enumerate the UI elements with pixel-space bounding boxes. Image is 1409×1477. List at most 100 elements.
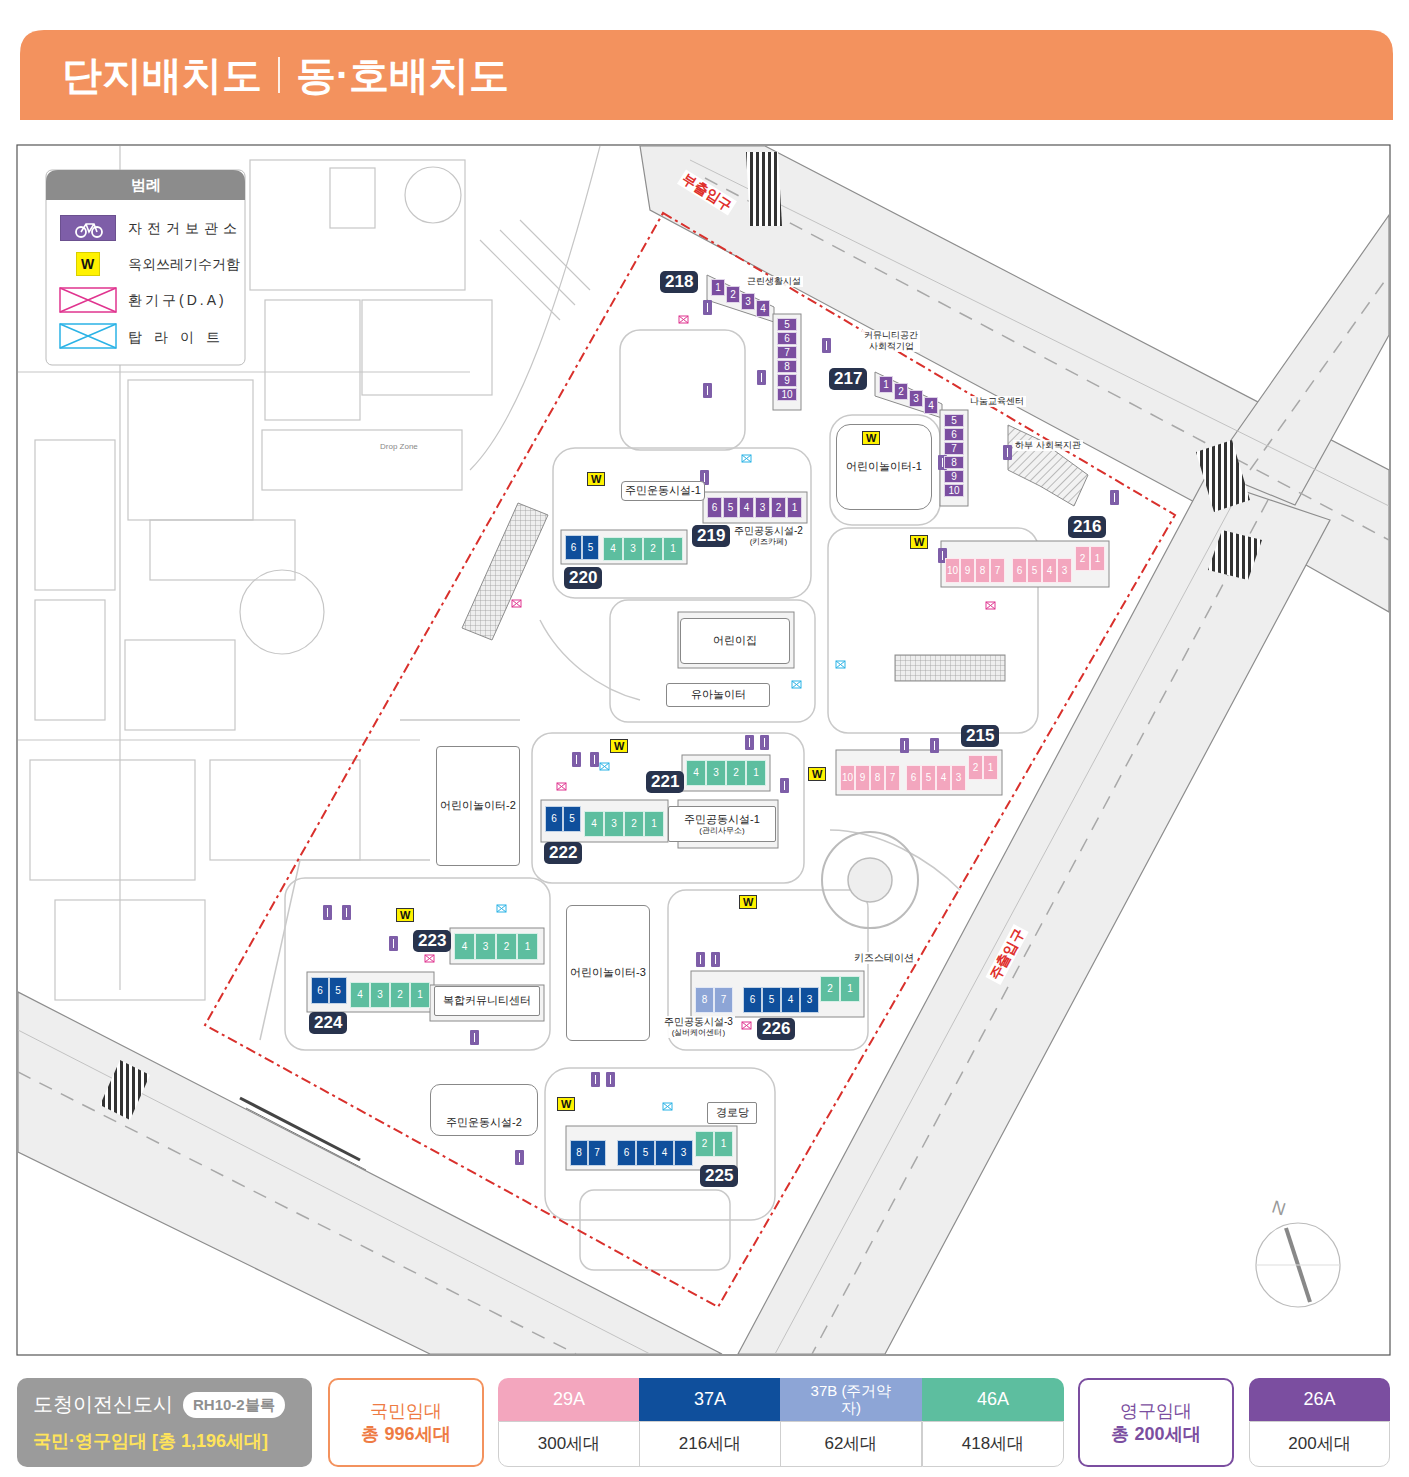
node-text: 유아놀이터 bbox=[691, 688, 746, 701]
unit-cell: 1 bbox=[711, 279, 725, 296]
summary-panel: 216세대 bbox=[639, 1421, 781, 1467]
node-text: 3 bbox=[611, 819, 617, 829]
node-text: 근린생활시설 bbox=[747, 276, 801, 287]
map-graphic bbox=[930, 738, 939, 753]
unit-cell: 2 bbox=[726, 760, 746, 786]
node-text: 영구임대 bbox=[1120, 1400, 1192, 1423]
node-text: 2 bbox=[504, 942, 510, 952]
unit-cell: 1 bbox=[983, 755, 998, 780]
node-text: 키즈스테이션 bbox=[854, 952, 914, 964]
node-text: 복합커뮤니티센터 bbox=[443, 994, 531, 1007]
map-graphic bbox=[60, 288, 116, 312]
label-holder: W bbox=[610, 739, 628, 753]
node-text: 6 bbox=[911, 773, 917, 783]
map-graphic bbox=[836, 750, 1002, 795]
label-holder: W bbox=[557, 1097, 575, 1111]
node-text: 국민·영구임대 [총 1,196세대] bbox=[33, 1430, 268, 1453]
unit-cell: 2 bbox=[726, 286, 740, 303]
node-text: 37B (주거약자) bbox=[806, 1383, 896, 1416]
map-graphic bbox=[836, 661, 845, 668]
node-text: 4 bbox=[662, 1148, 668, 1158]
unit-cell: 10 bbox=[840, 765, 855, 791]
unit-cell: 9 bbox=[960, 558, 975, 583]
node-text: 9 bbox=[965, 566, 971, 576]
node-text: 3 bbox=[956, 773, 962, 783]
unit-cell: 1 bbox=[787, 497, 802, 518]
unit-cell: 7 bbox=[714, 987, 733, 1013]
map-graphic bbox=[696, 952, 705, 967]
unit-cell: 3 bbox=[706, 760, 726, 786]
node-text: 4 bbox=[610, 544, 616, 554]
map-graphic bbox=[60, 324, 116, 348]
map-graphic bbox=[18, 146, 1389, 1354]
label-holder: W bbox=[396, 908, 414, 922]
map-graphic bbox=[663, 1103, 672, 1110]
map-graphic bbox=[470, 1030, 479, 1045]
node-text: 7 bbox=[721, 995, 727, 1005]
unit-cell: 6 bbox=[565, 535, 582, 560]
map-graphic bbox=[606, 1072, 615, 1087]
map-graphic bbox=[323, 300, 1119, 1165]
node-text: 7 bbox=[951, 444, 957, 454]
node-text: 1 bbox=[753, 768, 759, 778]
map-graphic bbox=[61, 216, 117, 242]
unit-cell: 7 bbox=[990, 558, 1005, 583]
unit-cell: 8 bbox=[570, 1140, 588, 1166]
map-graphic bbox=[703, 300, 712, 315]
unit-cell: 1 bbox=[714, 1131, 733, 1157]
map-graphic bbox=[1003, 445, 1012, 460]
label-holder: 범례 bbox=[131, 176, 161, 194]
node-text: 1 bbox=[417, 990, 423, 1000]
unit-cell: 4 bbox=[655, 1140, 674, 1166]
facility-label: 나눔교육센터 bbox=[968, 396, 1026, 407]
node-text: 226 bbox=[762, 1018, 790, 1040]
node-text: 2 bbox=[397, 990, 403, 1000]
unit-cell: 3 bbox=[370, 982, 390, 1008]
node-text: 5 bbox=[588, 543, 594, 553]
unit-cell: 2 bbox=[695, 1131, 714, 1157]
node-text: 5 bbox=[951, 416, 957, 426]
node-text: 10 bbox=[842, 773, 853, 783]
unit-cell: 5 bbox=[921, 765, 936, 791]
node-text: 8 bbox=[784, 362, 790, 372]
node-text: 200세대 bbox=[1288, 1433, 1350, 1454]
node-text: 8 bbox=[702, 995, 708, 1005]
map-graphic bbox=[1208, 530, 1262, 580]
node-text: 7 bbox=[784, 348, 790, 358]
node-text: 2 bbox=[898, 387, 904, 397]
building-number: 216 bbox=[1068, 516, 1106, 538]
map-graphic bbox=[691, 971, 864, 1017]
unit-cell: 3 bbox=[475, 933, 496, 960]
node-text: 1 bbox=[715, 283, 721, 293]
node-text: 29A bbox=[553, 1388, 585, 1411]
unit-cell: 5 bbox=[777, 318, 797, 331]
unit-cell: 8 bbox=[777, 360, 797, 373]
node-text: 1 bbox=[670, 544, 676, 554]
map-graphic bbox=[210, 760, 360, 860]
label-holder: W bbox=[587, 472, 605, 486]
node-text: 총 996세대 bbox=[361, 1423, 450, 1446]
unit-cell: 4 bbox=[781, 987, 800, 1013]
map-graphic bbox=[18, 146, 470, 990]
facility-label: 근린생활시설 bbox=[745, 276, 803, 287]
unit-cell: 7 bbox=[588, 1140, 606, 1166]
node-text: 1 bbox=[1095, 554, 1101, 564]
node-text: 3 bbox=[760, 503, 766, 513]
unit-cell: 6 bbox=[944, 428, 964, 441]
unit-cell: 4 bbox=[686, 760, 706, 786]
map-graphic bbox=[1110, 490, 1119, 505]
unit-cell: 6 bbox=[707, 497, 722, 518]
node-text: 7 bbox=[995, 566, 1001, 576]
node-text: 6 bbox=[1017, 566, 1023, 576]
node-text: 6 bbox=[624, 1148, 630, 1158]
map-graphic bbox=[553, 448, 811, 598]
node-text: 9 bbox=[860, 773, 866, 783]
unit-cell: 5 bbox=[944, 414, 964, 427]
map-graphic bbox=[430, 985, 544, 1021]
unit-cell: 8 bbox=[944, 456, 964, 469]
node-text: 2 bbox=[776, 503, 782, 513]
node-text: 6 bbox=[951, 430, 957, 440]
node-text: 1 bbox=[883, 380, 889, 390]
summary-panel: 29A bbox=[498, 1378, 640, 1421]
map-graphic bbox=[590, 752, 599, 767]
